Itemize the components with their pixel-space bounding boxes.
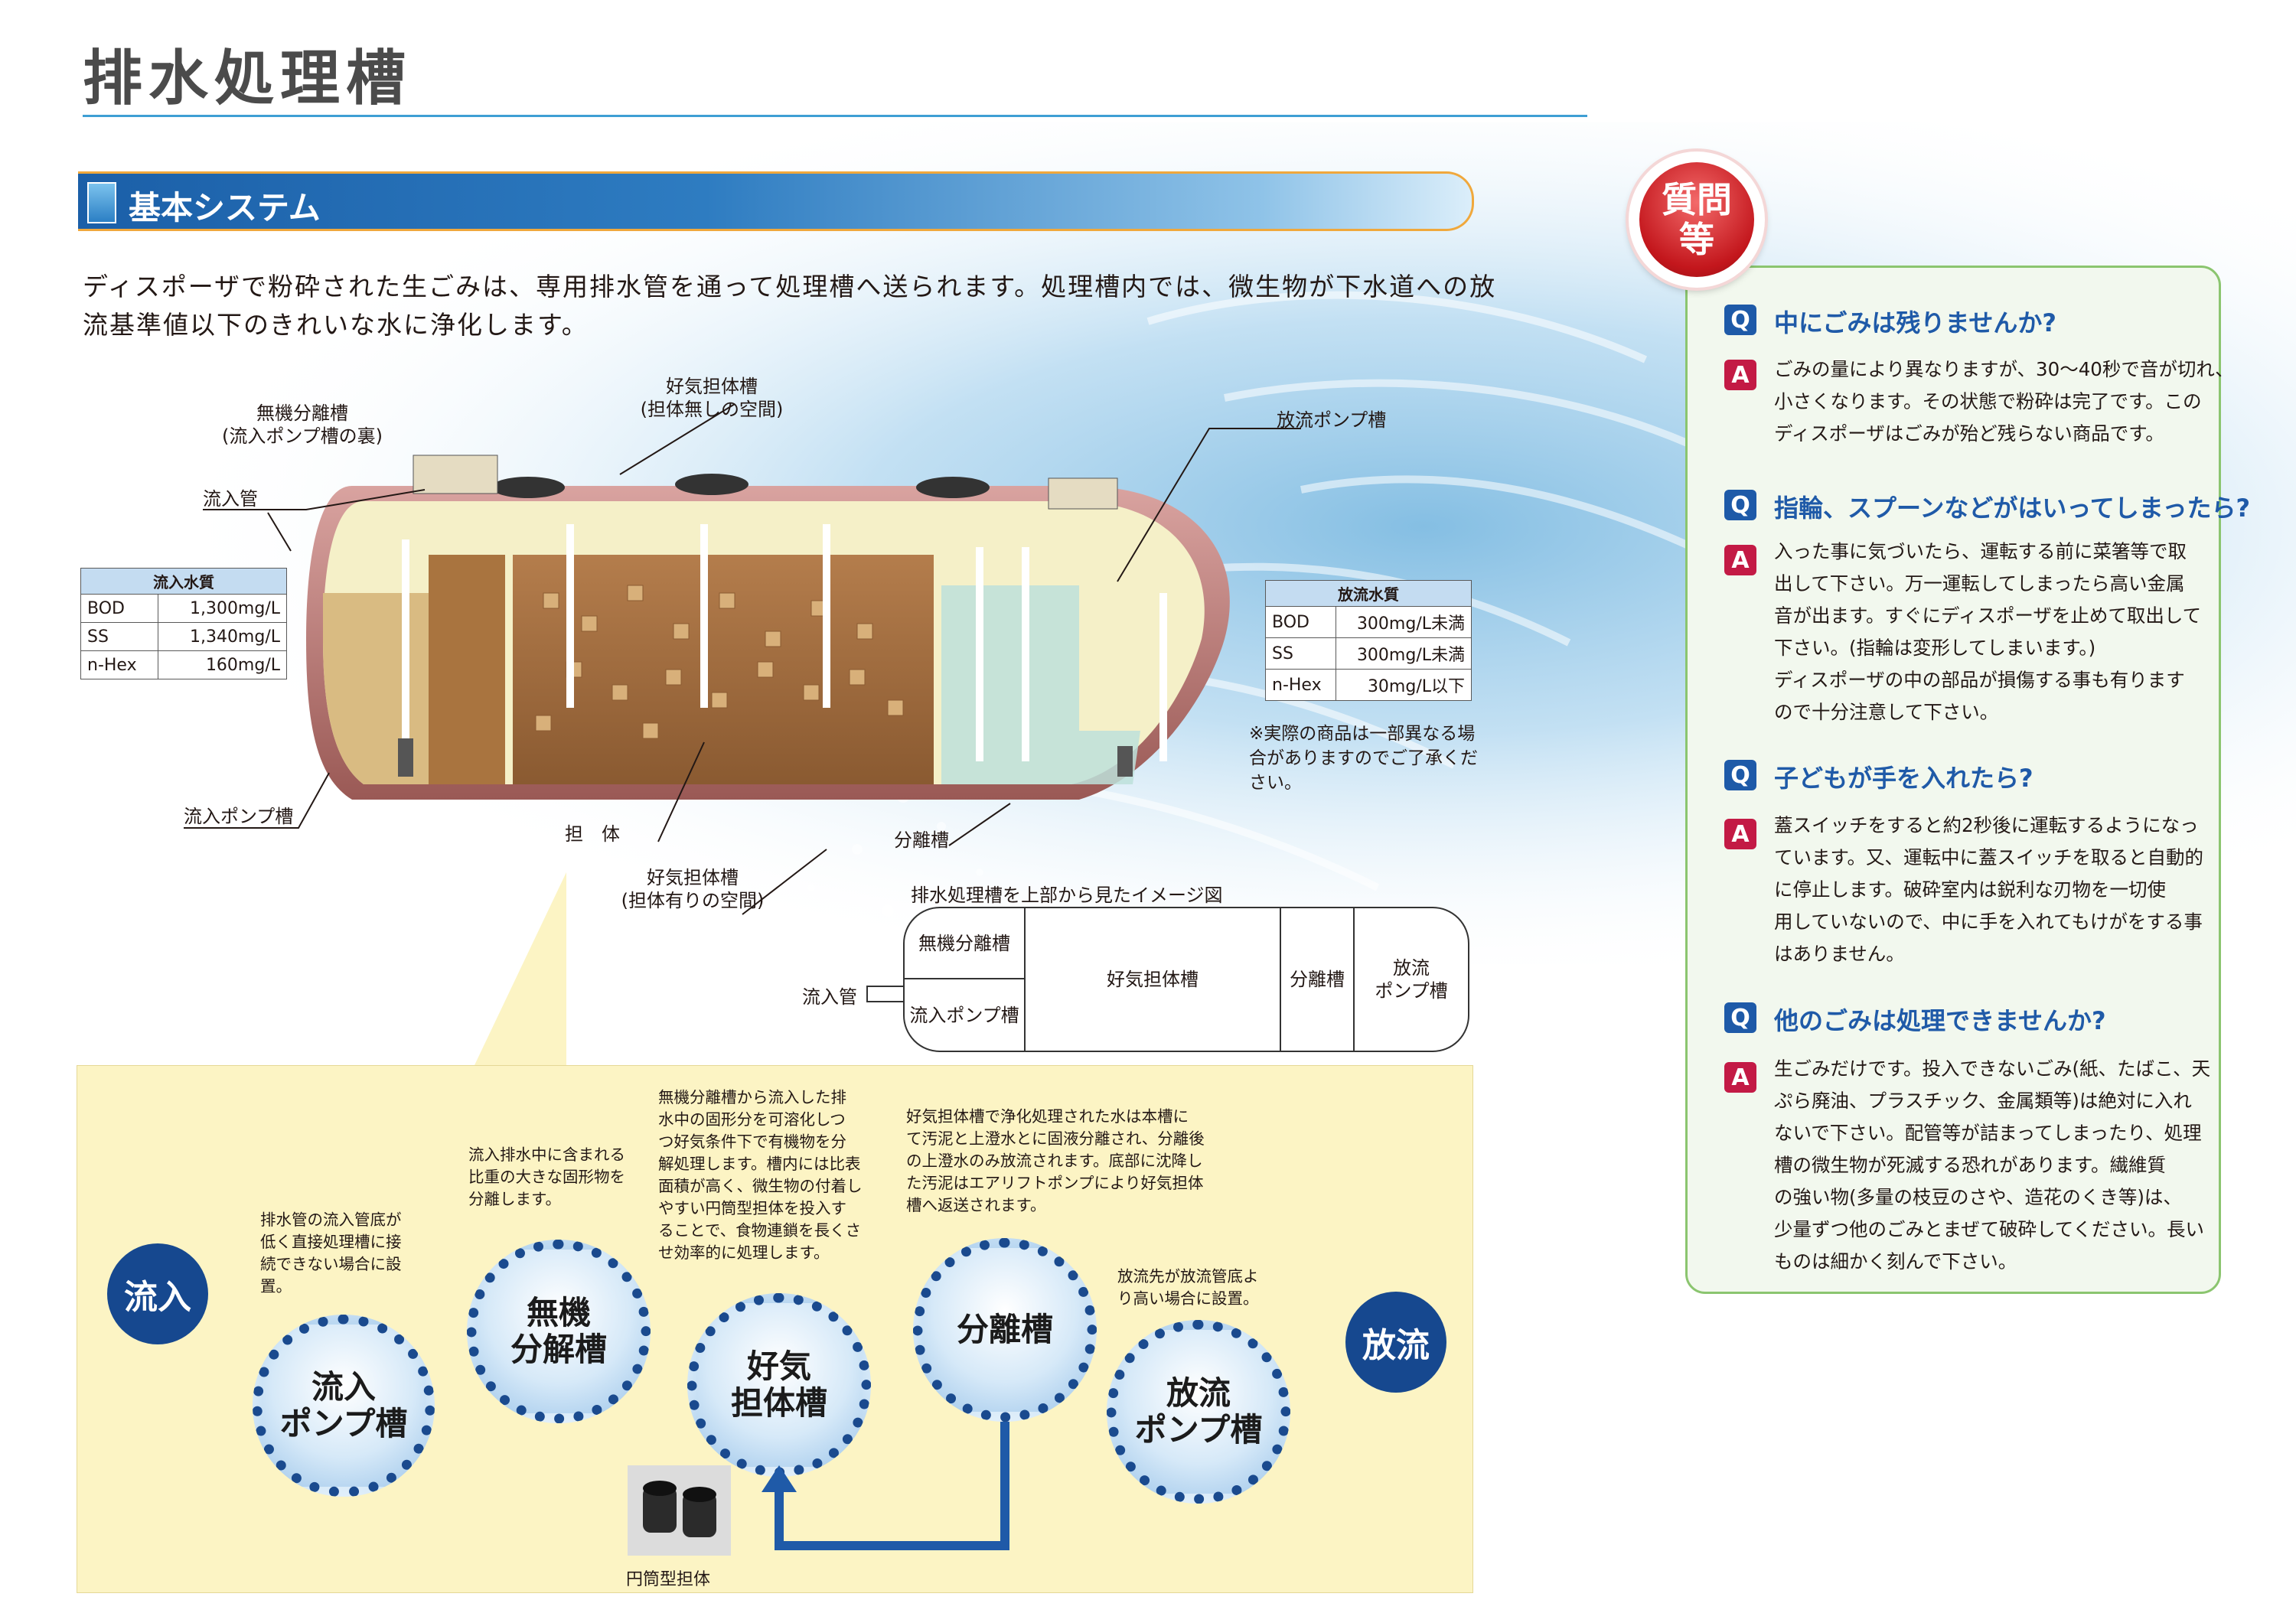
qa-badge: 質問 等 [1629,152,1765,288]
inflow-param: n-Hex [80,650,159,679]
inflow-value: 160mg/L [158,650,287,679]
top-view-caption: 排水処理槽を上部から見たイメージ図 [911,885,1223,906]
top-view-inorganic: 無機分離槽 [905,908,1024,979]
label-aerobic-filled-note: (担体有りの空間) [621,890,765,911]
outflow-quality-title: 放流水質 [1265,580,1472,607]
stage-discharge-pump: 放流 ポンプ槽 [1107,1320,1290,1504]
desc-inorganic: 流入排水中に含まれる 比重の大きな固形物を 分離します。 [468,1145,625,1208]
top-view-aerobic: 好気担体槽 [1024,908,1280,1051]
label-aerobic-filled: 好気担体槽 (担体有りの空間) [616,866,769,912]
title-rule [83,115,1587,117]
outflow-param: n-Hex [1265,669,1336,701]
product-note: ※実際の商品は一部異なる場合がありますのでご了承ください。 [1249,724,1478,793]
label-separation: 分離槽 [894,829,949,851]
carrier-photo [628,1465,731,1556]
label-carrier: 担 体 [565,823,620,845]
qa-question-2: 指輪、スプーンなどがはいってしまったら? [1774,494,2251,523]
section-marker-icon [87,182,116,223]
label-aerobic-empty-name: 好気担体槽 [666,376,758,397]
a-icon: A [1724,1062,1756,1093]
section-header-bar [78,171,1474,231]
intro-text: ディスポーザで粉砕された生ごみは、専用排水管を通って処理槽へ送られます。処理槽内… [83,272,1497,340]
qa-answer-4: 生ごみだけです。投入できないごみ(紙、たばこ、天 ぷら廃油、プラスチック、金属類… [1774,1057,2211,1273]
qa-panel [1685,266,2221,1294]
page-title: 排水処理槽 [83,44,413,113]
tank-illustration [306,455,1230,800]
outflow-value: 30mg/L以下 [1335,669,1473,701]
inflow-value: 1,340mg/L [158,622,287,651]
top-view-inflow-pipe: 流入管 [802,986,857,1008]
top-view-inflow-pump: 流入ポンプ槽 [909,1004,1019,1026]
inflow-value: 1,300mg/L [158,594,287,623]
inflow-param: SS [80,622,159,651]
a-icon: A [1724,819,1756,849]
top-view-separation: 分離槽 [1280,908,1353,1051]
label-inflow-pump: 流入ポンプ槽 [184,806,294,827]
carrier-photo-caption: 円筒型担体 [626,1570,711,1589]
label-aerobic-filled-name: 好気担体槽 [647,867,739,888]
outflow-disc: 放流 [1345,1292,1446,1393]
label-aerobic-empty-note: (担体無しの空間) [640,399,784,420]
label-aerobic-empty: 好気担体槽 (担体無しの空間) [635,375,788,421]
top-view-diagram: 無機分離槽 流入ポンプ槽 好気担体槽 分離槽 放流 ポンプ槽 [903,907,1469,1052]
desc-separation: 好気担体槽で浄化処理された水は本槽に て汚泥と上澄水とに固液分離され、分離後 の… [906,1107,1205,1214]
qa-badge-label: 質問 等 [1639,162,1754,277]
label-inorganic-separation: 無機分離槽 (流入ポンプ槽の裏) [222,402,383,448]
qa-answer-3: 蓋スイッチをすると約2秒後に運転するようになっ ています。又、運転中に蓋スイッチ… [1774,814,2204,965]
q-icon: Q [1724,760,1756,790]
qa-question-3: 子どもが手を入れたら? [1774,764,2033,793]
qa-answer-2: 入った事に気づいたら、運転する前に菜箸等で取 出して下さい。万一運転してしまった… [1774,540,2202,723]
a-icon: A [1724,545,1756,575]
label-inflow-pipe: 流入管 [203,488,258,510]
qa-question-4: 他のごみは処理できませんか? [1774,1006,2106,1035]
desc-inflow-pump: 排水管の流入管底が 低く直接処理槽に接 続できない場合に設 置。 [260,1211,402,1295]
outflow-param: BOD [1265,606,1336,638]
desc-discharge-pump: 放流先が放流管底よ り高い場合に設置。 [1117,1267,1259,1308]
outflow-value: 300mg/L未満 [1335,606,1473,638]
q-icon: Q [1724,1002,1756,1033]
outflow-value: 300mg/L未満 [1335,637,1473,670]
q-icon: Q [1724,490,1756,520]
section-title: 基本システム [129,189,321,226]
desc-aerobic: 無機分離槽から流入した排 水中の固形分を可溶化しつ つ好気条件下で有機物を分 解… [658,1088,863,1262]
inflow-disc: 流入 [107,1243,208,1344]
inflow-quality-title: 流入水質 [80,568,287,595]
top-view-discharge-pump: 放流 ポンプ槽 [1353,908,1468,1051]
qa-answer-1: ごみの量により異なりますが、30〜40秒で音が切れ、 小さくなります。その状態で… [1774,358,2234,445]
qa-question-1: 中にごみは残りませんか? [1774,308,2056,337]
label-discharge-pump: 放流ポンプ槽 [1277,409,1387,431]
label-inorganic-separation-note: (流入ポンプ槽の裏) [222,425,383,447]
a-icon: A [1724,360,1756,390]
label-inorganic-separation-name: 無機分離槽 [256,402,348,424]
q-icon: Q [1724,305,1756,335]
inflow-param: BOD [80,594,159,623]
